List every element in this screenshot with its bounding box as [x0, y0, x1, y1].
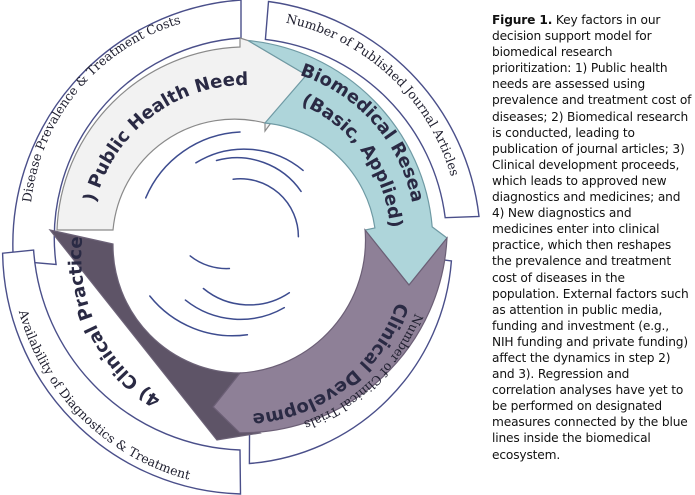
segment-clinical-development — [212, 228, 448, 434]
outer-band-top-left — [12, 0, 242, 266]
caption-figure-label: Figure 1. — [492, 13, 553, 27]
outer-band-bottom-left — [1, 249, 242, 495]
blue-line-arc-1 — [144, 131, 241, 199]
blue-line-arc-3 — [215, 157, 302, 193]
blue-line-arc-5 — [149, 295, 249, 337]
figure-caption: Figure 1. Key factors in our decision su… — [492, 12, 692, 463]
segment-biomedical-research — [247, 39, 448, 286]
blue-line-arc-7 — [202, 287, 291, 306]
blue-line-arc-6 — [184, 299, 286, 321]
blue-line-arc-8 — [189, 255, 231, 270]
ring-segments — [48, 37, 448, 441]
blue-line-arc-4 — [232, 178, 300, 238]
blue-lines — [144, 131, 304, 337]
outer-band-top-right — [264, 0, 480, 219]
cycle-diagram: 1) Public Health Needs 2) Biomedical Res… — [0, 0, 480, 495]
caption-text: Key factors in our decision support mode… — [492, 13, 692, 462]
blue-line-arc-2 — [195, 148, 304, 172]
